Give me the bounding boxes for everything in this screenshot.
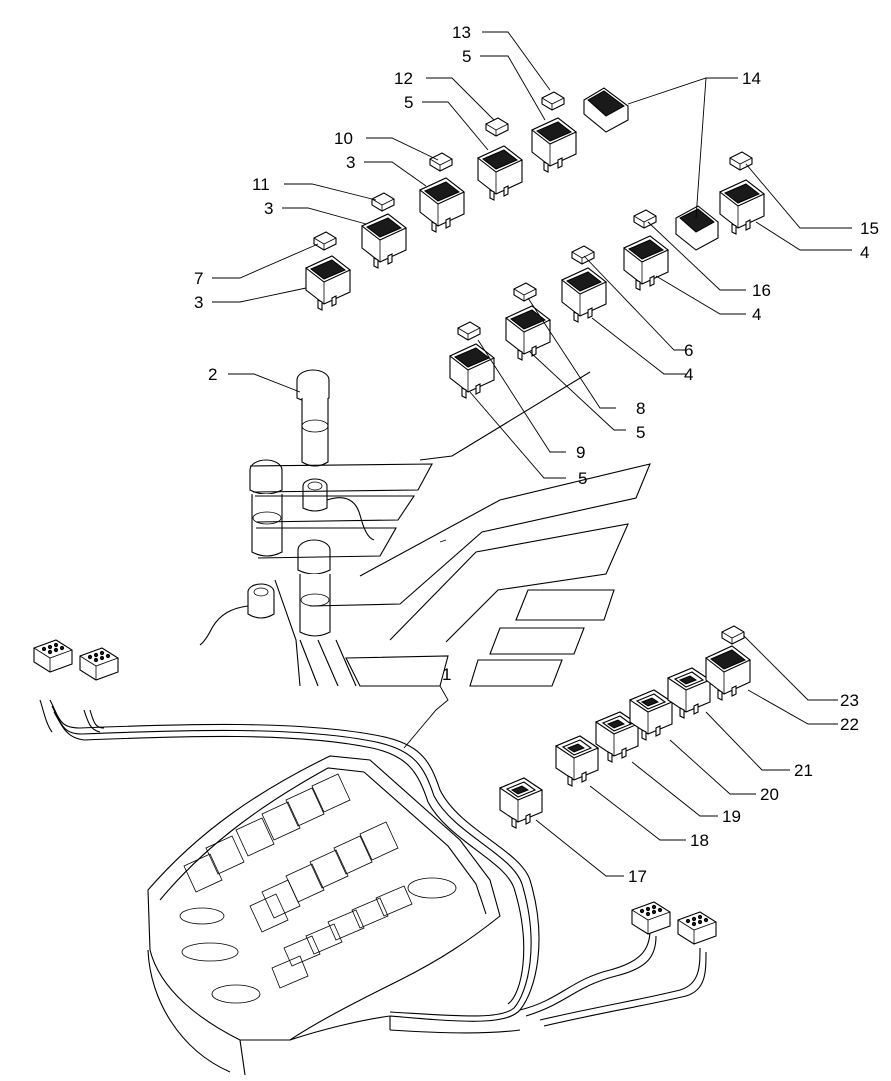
connector-icon bbox=[33, 639, 73, 673]
callout-10: 10 bbox=[334, 129, 353, 148]
callout-6: 6 bbox=[684, 341, 693, 360]
rocker-switch-icon bbox=[667, 667, 711, 719]
cigarette-lighter-icon bbox=[249, 459, 283, 557]
callout-11: 11 bbox=[252, 175, 270, 194]
callout-5: 5 bbox=[462, 47, 471, 66]
socket-icon bbox=[199, 583, 275, 646]
switch-cap-icon bbox=[457, 321, 481, 341]
callout-5: 5 bbox=[636, 423, 645, 442]
callout-20: 20 bbox=[760, 785, 779, 804]
connector-icon bbox=[79, 647, 119, 681]
callout-5: 5 bbox=[578, 469, 587, 488]
cigarette-lighter-icon bbox=[297, 539, 331, 637]
rocker-switch-icon bbox=[623, 235, 669, 291]
switch-cap-icon bbox=[429, 152, 453, 172]
callout-19: 19 bbox=[722, 807, 741, 826]
callout-12: 12 bbox=[394, 69, 413, 88]
rocker-switch-icon bbox=[561, 267, 607, 323]
switch-cap-icon bbox=[541, 91, 565, 111]
rocker-switch-icon bbox=[477, 145, 523, 201]
rocker-switch-icon bbox=[705, 645, 751, 701]
switch-row-right bbox=[449, 179, 765, 399]
rocker-switch-icon bbox=[449, 343, 495, 399]
callout-9: 9 bbox=[576, 443, 585, 462]
callout-3: 3 bbox=[346, 153, 355, 172]
callout-5: 5 bbox=[404, 93, 413, 112]
callout-1: 1 bbox=[442, 665, 451, 684]
callout-3: 3 bbox=[264, 199, 273, 218]
callout-18: 18 bbox=[690, 831, 709, 850]
callout-22: 22 bbox=[840, 715, 859, 734]
switch-row-upper bbox=[305, 87, 629, 311]
rocker-switch-icon bbox=[555, 735, 599, 787]
callout-16: 16 bbox=[752, 281, 771, 300]
socket-icon bbox=[302, 478, 375, 541]
callout-7: 7 bbox=[194, 269, 203, 288]
callout-15: 15 bbox=[860, 219, 879, 238]
switch-row-lower bbox=[499, 625, 751, 829]
connector-icon bbox=[677, 911, 717, 945]
switch-cap-icon bbox=[571, 245, 595, 265]
switch-cap-icon bbox=[485, 117, 509, 137]
connector-icon bbox=[631, 901, 671, 935]
panel-outline bbox=[249, 371, 651, 687]
callout-21: 21 bbox=[794, 761, 813, 780]
rocker-switch-icon bbox=[361, 213, 407, 269]
wiring-harness-icon bbox=[39, 699, 707, 1034]
callout-23: 23 bbox=[840, 691, 859, 710]
callout-17: 17 bbox=[628, 867, 647, 886]
connectors-left bbox=[33, 639, 119, 681]
leader-lines bbox=[212, 31, 852, 877]
callout-labels: 13 5 14 12 5 10 3 11 3 15 4 7 3 16 4 2 6… bbox=[194, 23, 879, 886]
connectors-right bbox=[631, 901, 717, 945]
callout-4: 4 bbox=[860, 243, 869, 262]
callout-3: 3 bbox=[194, 293, 203, 312]
rocker-switch-icon bbox=[675, 205, 719, 251]
callout-8: 8 bbox=[636, 399, 645, 418]
cigarette-lighter-icon bbox=[296, 369, 330, 467]
switch-cap-icon bbox=[513, 282, 537, 302]
rocker-switch-icon bbox=[531, 117, 577, 173]
callout-2: 2 bbox=[208, 365, 217, 384]
rocker-switch-icon bbox=[505, 305, 551, 361]
console-switch-slots bbox=[183, 773, 413, 989]
switch-cap-icon bbox=[633, 209, 657, 229]
rocker-switch-icon bbox=[719, 179, 765, 235]
dashboard-console-icon bbox=[147, 755, 501, 1076]
callout-4: 4 bbox=[752, 305, 761, 324]
rocker-switch-icon bbox=[499, 777, 543, 829]
rocker-switch-icon bbox=[419, 177, 465, 233]
rocker-switch-icon bbox=[305, 255, 351, 311]
rocker-switch-icon bbox=[583, 87, 629, 133]
callout-13: 13 bbox=[452, 23, 471, 42]
callout-4: 4 bbox=[684, 365, 693, 384]
switch-cap-icon bbox=[313, 231, 337, 251]
callout-14: 14 bbox=[742, 69, 761, 88]
switch-cap-icon bbox=[371, 192, 395, 212]
switch-cap-icon bbox=[721, 625, 745, 645]
